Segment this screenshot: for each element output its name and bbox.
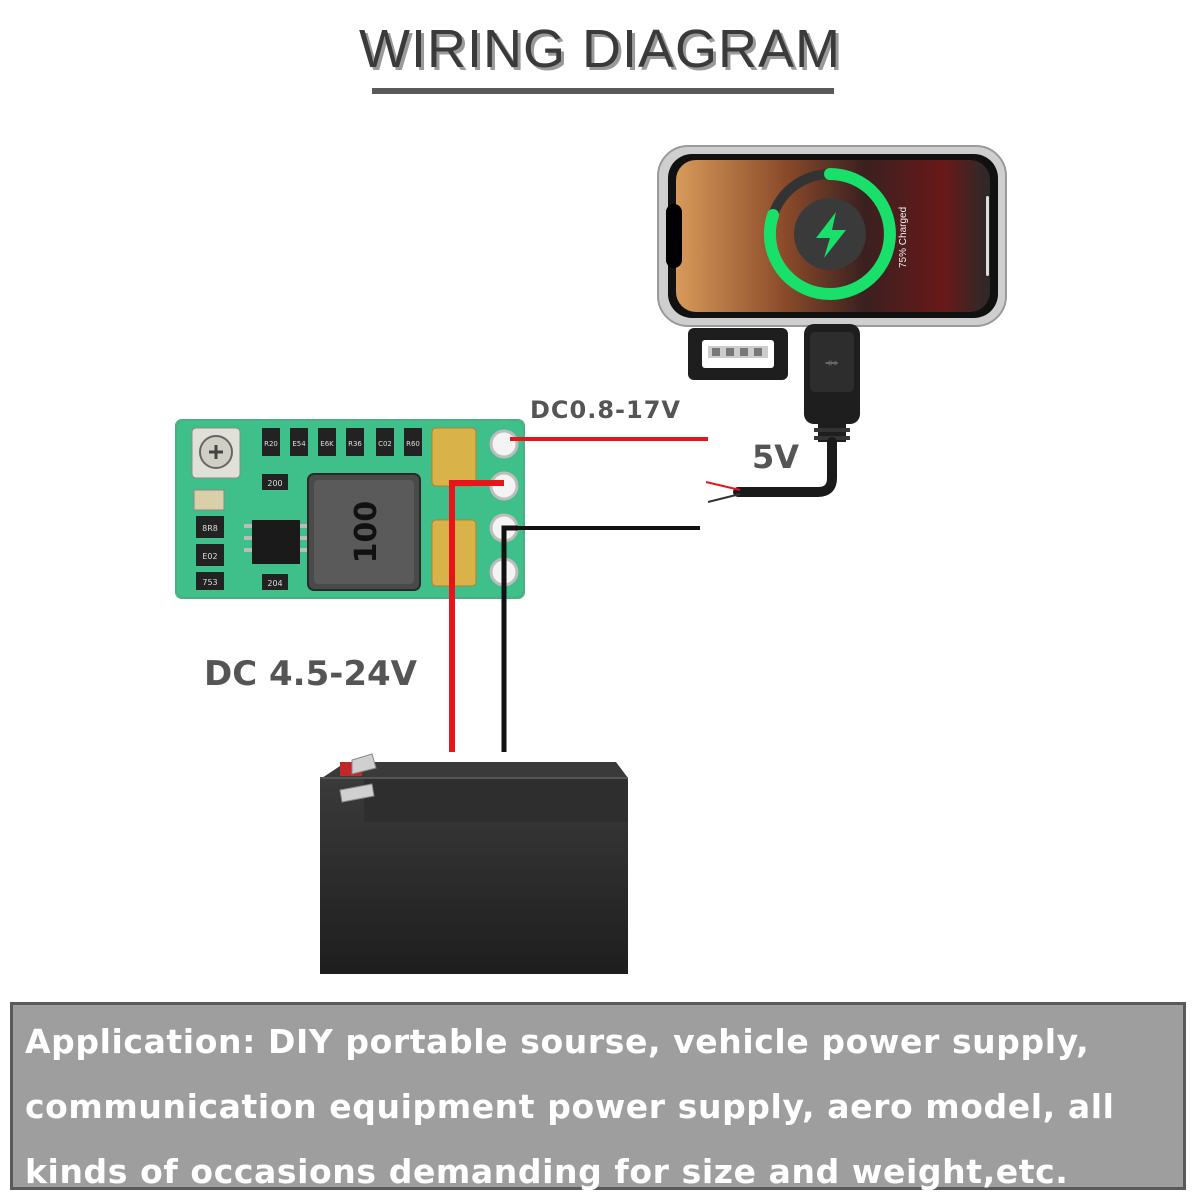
buck-converter-module: R20 E54 E6K R36 C02 R60 8R8 E02 753 200 [175, 419, 525, 599]
usb-male-plug: ⭼ [705, 324, 860, 503]
svg-text:R60: R60 [406, 440, 420, 448]
usb-female-connector [688, 328, 788, 380]
capacitor-top [431, 427, 477, 487]
usb-red-lead [705, 481, 741, 491]
charge-ring [763, 168, 896, 300]
smd-resistors-top: R20 E54 E6K R36 C02 R60 [262, 428, 422, 456]
pad-out-positive [489, 429, 519, 459]
inductor: 100 [307, 473, 421, 591]
output-voltage-label: DC0.8-17V [530, 396, 681, 424]
battery [320, 753, 628, 974]
svg-text:204: 204 [267, 579, 282, 588]
smd-components-left: 8R8 E02 753 200 204 [193, 474, 288, 590]
usb-voltage-label: 5V [752, 438, 800, 476]
svg-text:8R8: 8R8 [202, 524, 218, 533]
wires [449, 437, 708, 752]
svg-text:200: 200 [267, 479, 282, 488]
svg-text:E6K: E6K [320, 440, 334, 448]
svg-text:R20: R20 [264, 440, 278, 448]
application-panel: Application: DIY portable sourse, vehicl… [10, 1002, 1186, 1191]
svg-text:753: 753 [202, 578, 217, 587]
inductor-label: 100 [349, 501, 384, 564]
usb-symbol-icon: ⭼ [824, 351, 839, 375]
title-underline [372, 88, 834, 94]
wiring-diagram: 75% Charged ⭼ R20 [175, 145, 1007, 974]
svg-text:R36: R36 [348, 440, 362, 448]
wire-input-negative [501, 525, 518, 752]
usb-black-lead [707, 493, 741, 503]
terminal-tab-1 [351, 753, 377, 775]
wire-input-positive [449, 480, 504, 752]
usb-cable [733, 437, 837, 497]
ic-chip [244, 520, 308, 564]
terminal-tab-2 [339, 783, 375, 803]
potentiometer [191, 427, 241, 479]
application-text: Application: DIY portable sourse, vehicl… [25, 1022, 1115, 1191]
phone-notch [666, 204, 682, 268]
lightning-icon [816, 212, 846, 258]
phone-status-text: 75% Charged [898, 207, 909, 268]
svg-text:E02: E02 [202, 552, 217, 561]
svg-text:E54: E54 [292, 440, 306, 448]
diagram-title: WIRING DIAGRAM [359, 19, 841, 79]
input-voltage-label: DC 4.5-24V [204, 654, 417, 694]
svg-text:C02: C02 [378, 440, 392, 448]
smartphone: 75% Charged [657, 145, 1007, 327]
